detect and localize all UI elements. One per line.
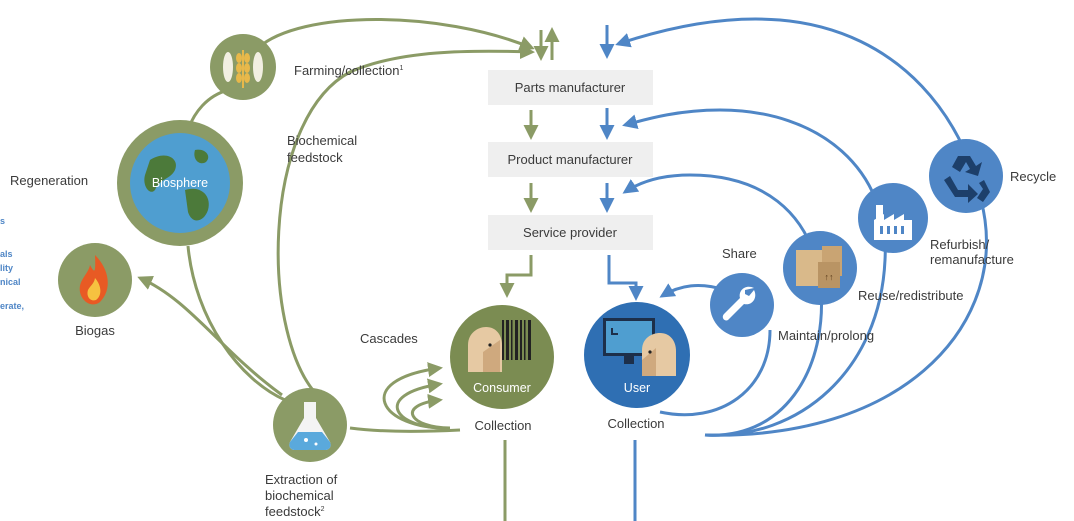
svg-text:erate,: erate, (0, 301, 24, 311)
svg-text:nical: nical (0, 277, 21, 287)
svg-text:s: s (0, 216, 5, 226)
barcode-person-icon (468, 320, 531, 372)
extraction-to-parts-arc (276, 44, 535, 400)
cascade-loop-3 (411, 393, 451, 430)
maintain-node (710, 273, 774, 337)
cropped-left-text: s als lity nical erate, (0, 216, 24, 311)
reuse-label: Reuse/redistribute (858, 288, 964, 303)
user-node: User (584, 302, 690, 408)
parts-manufacturer-label: Parts manufacturer (515, 80, 626, 95)
refurbish-label-2: remanufacture (930, 252, 1014, 267)
extraction-label-1: Extraction of (265, 472, 338, 487)
wrench-icon (722, 286, 756, 321)
consumer-collection-label: Collection (474, 418, 531, 433)
consumer-label: Consumer (473, 381, 531, 395)
reuse-node: ↑↑ (783, 231, 857, 305)
biosphere-node: Biosphere (117, 120, 243, 246)
user-collection-label: Collection (607, 416, 664, 431)
biochemical-feedstock-label-1: Biochemical (287, 133, 357, 148)
product-manufacturer-label: Product manufacturer (507, 152, 633, 167)
service-to-consumer-arrow (499, 255, 533, 298)
service-provider-box: Service provider (488, 215, 653, 250)
parts-manufacturer-box: Parts manufacturer (488, 70, 653, 105)
boxes-icon: ↑↑ (796, 246, 842, 288)
svg-text:als: als (0, 249, 13, 259)
biochemical-feedstock-label-2: feedstock (287, 150, 343, 165)
farming-label: Farming/collection1 (294, 63, 404, 78)
svg-text:lity: lity (0, 263, 13, 273)
refurbish-node (858, 183, 928, 253)
computer-person-icon (603, 318, 676, 376)
recycle-node (929, 139, 1003, 213)
wheat-fish-icon (223, 50, 263, 88)
biogas-label: Biogas (75, 323, 115, 338)
biogas-node (58, 243, 132, 317)
service-to-user-arrow (607, 255, 644, 301)
cascades-label: Cascades (360, 331, 418, 346)
product-manufacturer-box: Product manufacturer (488, 142, 653, 177)
recycle-icon (944, 156, 990, 203)
collection-to-extraction-line (349, 426, 461, 433)
farming-to-parts-arrow (256, 18, 535, 51)
share-label: Share (722, 246, 757, 261)
regeneration-label: Regeneration (10, 173, 88, 188)
extraction-to-biogas-arrow (137, 275, 283, 397)
flask-icon (289, 402, 331, 450)
user-label: User (624, 381, 650, 395)
consumer-node: Consumer (450, 305, 554, 409)
recycle-label: Recycle (1010, 169, 1056, 184)
svg-text:↑↑: ↑↑ (825, 272, 834, 282)
refurbish-label-1: Refurbish/ (930, 237, 990, 252)
maintain-label: Maintain/prolong (778, 328, 874, 343)
service-provider-label: Service provider (523, 225, 618, 240)
extraction-label-2: biochemical (265, 488, 334, 503)
maintain-loop (659, 329, 772, 417)
biosphere-label: Biosphere (152, 176, 208, 190)
farming-node (210, 34, 276, 100)
extraction-node (273, 388, 347, 462)
flame-icon (79, 255, 108, 305)
extraction-label-3: feedstock2 (265, 504, 325, 519)
factory-icon (874, 205, 912, 240)
reuse-loop (622, 173, 823, 437)
biological-flows (137, 18, 560, 521)
